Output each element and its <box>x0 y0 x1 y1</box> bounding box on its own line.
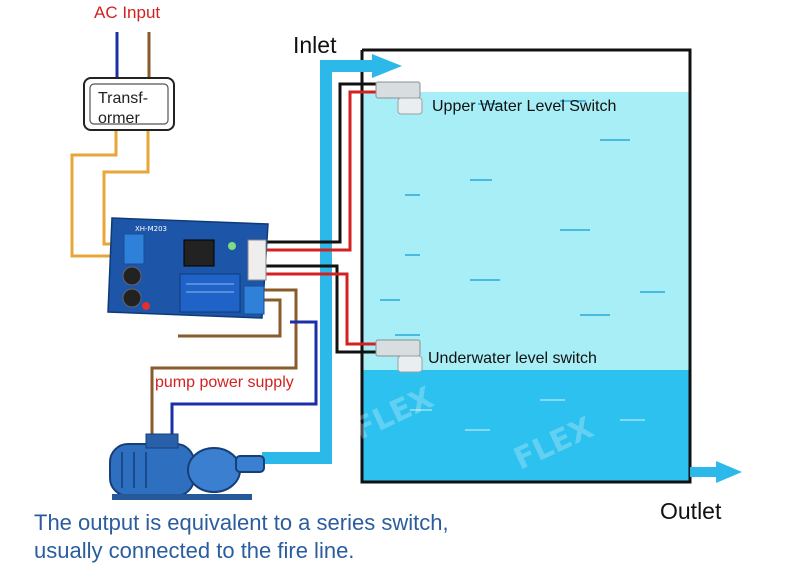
board-voltage-text: V3 <box>246 318 255 326</box>
ac-input-label: AC Input <box>94 3 161 22</box>
transformer-label-line1: Transf- <box>98 90 149 107</box>
pump-power-label: pump power supply <box>155 374 294 391</box>
pump-wire-brown-1 <box>150 288 298 440</box>
pump-wire-blue <box>170 320 318 440</box>
tank-outline <box>360 48 692 484</box>
inlet-label: Inlet <box>293 32 337 58</box>
tank-water-upper <box>362 92 690 370</box>
water-pump-icon <box>109 433 265 500</box>
under-switch-wire-black <box>266 264 378 354</box>
under-switch-label: Underwater level switch <box>428 350 597 367</box>
upper-float-switch-icon <box>375 81 423 115</box>
inlet-pipe <box>262 60 376 464</box>
under-switch-wire-red <box>266 272 378 346</box>
output-note-line1: The output is equivalent to a series swi… <box>34 510 449 535</box>
transformer-label: Transf- ormer <box>98 89 148 129</box>
output-note-line2: usually connected to the fire line. <box>34 538 355 563</box>
upper-switch-wire-black <box>266 82 378 244</box>
under-float-switch-icon <box>375 339 423 373</box>
water-ripples <box>380 100 665 336</box>
upper-switch-label: Upper Water Level Switch <box>432 98 617 115</box>
upper-switch-wire-red <box>266 90 378 252</box>
transformer-icon <box>83 77 175 131</box>
outlet-arrow-icon <box>716 461 742 483</box>
transformer-wire-orange-1 <box>70 130 128 258</box>
pump-wire-brown-2 <box>178 298 282 338</box>
outlet-label: Outlet <box>660 498 722 524</box>
inlet-arrow-icon <box>372 54 402 78</box>
water-ripples-deep <box>410 399 645 431</box>
relay-icon <box>179 273 241 313</box>
transformer-label-line2: ormer <box>98 110 140 127</box>
tank-water-lower <box>362 370 690 482</box>
board-model-text: XH-M203 <box>135 225 167 233</box>
output-note: The output is equivalent to a series swi… <box>34 509 534 565</box>
